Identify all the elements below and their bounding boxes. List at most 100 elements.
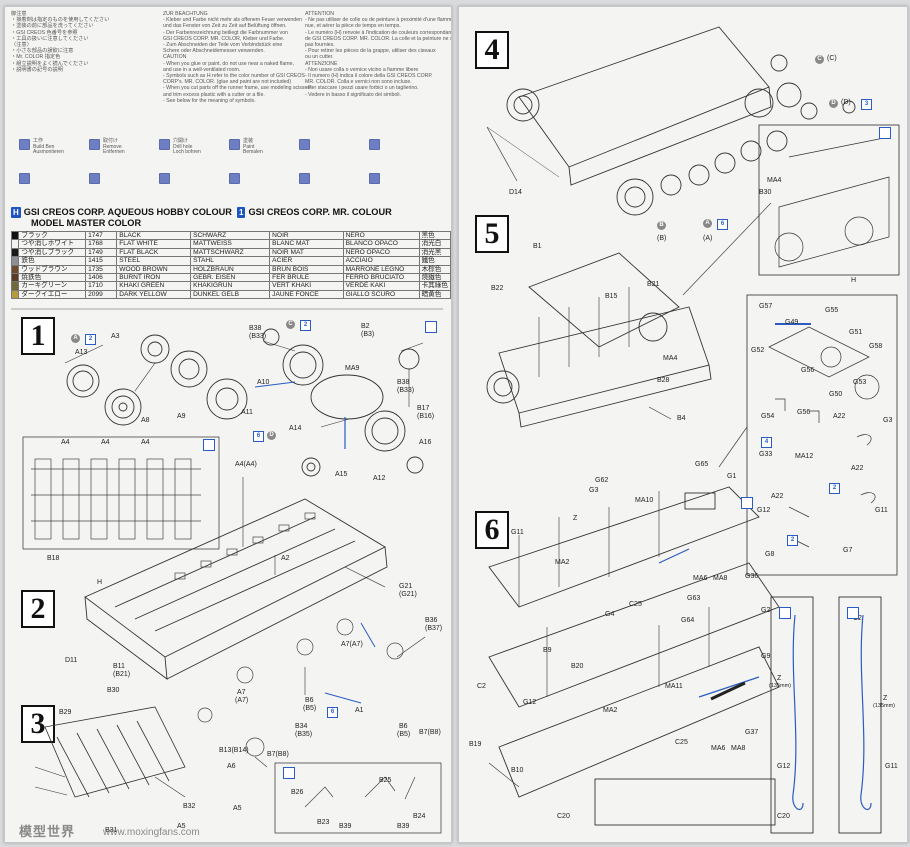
paint-cell-cn: 暗黃色	[418, 289, 451, 300]
part-label: B32	[183, 803, 196, 810]
header-de-line: - When you cut parts off the runner fram…	[163, 85, 312, 92]
part-label: G4	[605, 611, 615, 618]
part-label: G56	[797, 409, 811, 416]
right-instruction-page: 4 5 6	[458, 6, 908, 843]
part-label: B15	[605, 293, 618, 300]
part-label: H	[97, 579, 103, 586]
paint-ref-b-icon: B	[657, 221, 666, 230]
header-fr-line: - Per staccare i pezzi usare forbici o u…	[305, 85, 419, 92]
paint-ref-a-icon: A	[703, 219, 712, 228]
paint-brush-icon	[847, 607, 859, 619]
left-page-drawing	[11, 308, 443, 834]
paint-brush-icon	[879, 127, 891, 139]
paint-number-icon: 2	[300, 320, 311, 331]
part-label: G62	[595, 477, 609, 484]
header-de-line: - Kleber und Farbe nicht mehr als offene…	[163, 17, 302, 24]
part-label: A22	[771, 493, 784, 500]
part-label: B7(B8)	[267, 751, 289, 758]
paint-brush-icon	[283, 767, 295, 779]
part-label: (B5)	[303, 705, 317, 712]
part-label: (B37)	[425, 625, 443, 632]
header-fr-line: ou un cutter.	[305, 54, 334, 61]
part-label: G3	[589, 487, 599, 494]
part-label: MA10	[635, 497, 654, 504]
header-de-line: und das Fenster von Zeit zu Zeit auf Bel…	[163, 23, 287, 30]
part-label: B39	[339, 823, 352, 830]
part-label: B24	[413, 813, 426, 820]
paint-ref-a-icon: A	[71, 334, 80, 343]
left-instruction-page: 御注意・接着剤は指定のものを使用してください・塗装の前に部品を洗ってください・G…	[4, 6, 452, 843]
part-label: G57	[759, 303, 773, 310]
part-label: A14	[289, 425, 302, 432]
part-label: A2	[281, 555, 290, 562]
paint-ref-c-icon: C	[815, 55, 824, 64]
part-label: G56	[801, 367, 815, 374]
part-label: G9	[761, 653, 771, 660]
part-label: B18	[47, 555, 60, 562]
drill-symbol-icon	[159, 139, 170, 150]
part-label: B6	[305, 697, 314, 704]
do-not-glue-symbol-icon	[159, 173, 170, 184]
header-fr-line: - Non usare colla o vernice vicino a fia…	[305, 66, 419, 73]
part-label: B39	[397, 823, 410, 830]
step-1-number: 1	[21, 317, 55, 355]
part-label: G33	[759, 451, 773, 458]
paint-symbol-icon	[299, 139, 310, 150]
header-fr-line: - Vedere in basso il significato dei sim…	[305, 91, 402, 98]
paint-cell-code: 2099	[85, 289, 118, 300]
part-label: B30	[107, 687, 120, 694]
header-jp-line: 御注意	[11, 11, 27, 17]
paint-number-icon: 6	[717, 219, 728, 230]
part-label: (A)	[703, 235, 713, 242]
part-label: (A7)	[235, 697, 249, 704]
decal-symbol-icon	[369, 139, 380, 150]
part-label: A16	[419, 439, 432, 446]
part-label: B20	[571, 663, 584, 670]
part-label: MA6	[693, 575, 708, 582]
part-label: MA4	[663, 355, 678, 362]
header-french-italian-column: ATTENTION- Ne pas utiliser de colle ou d…	[305, 11, 452, 98]
paint-brush-icon	[425, 321, 437, 333]
paint-brush-icon	[203, 439, 215, 451]
part-label: D11	[65, 657, 78, 664]
part-label: G52	[751, 347, 765, 354]
header-de-line: CAUTION	[163, 54, 187, 61]
part-label: B26	[291, 789, 304, 796]
part-label: B28	[657, 377, 670, 384]
part-label: B36	[425, 617, 438, 624]
part-label: B38	[249, 325, 262, 332]
header-fr-line: - Pour retirer les pièces de la grappe, …	[305, 48, 436, 55]
part-label: MA2	[603, 707, 618, 714]
part-label: A6	[227, 763, 236, 770]
header-de-line: - See below for the meaning of symbols.	[163, 97, 256, 104]
header-jp-line: 〈注意〉	[11, 42, 32, 49]
part-label: C25	[675, 739, 688, 746]
part-label: Z	[777, 675, 782, 682]
part-label: B23	[317, 819, 330, 826]
model-master-title: MODEL MASTER COLOR	[31, 218, 142, 228]
part-label: A3	[111, 333, 120, 340]
header-de-line: - When you glue or paint, do not use nea…	[163, 60, 294, 67]
header-jp-line: ・工具の扱いに注意してください	[11, 35, 89, 42]
part-label: (B33)	[249, 333, 267, 340]
part-label: G53	[853, 379, 867, 386]
part-label: B21	[647, 281, 660, 288]
header-fr-line: - Le numéro (H) renvoie à l'indication d…	[305, 29, 452, 36]
part-label: G11	[885, 763, 898, 770]
part-label: C2	[477, 683, 486, 690]
header-german-english-column: ZUR BEACHTUNG- Kleber und Farbe nicht me…	[163, 11, 312, 104]
header-jp-line: ・説明書の記号の説明	[11, 66, 63, 73]
part-label: (G21)	[399, 591, 417, 598]
part-label: A4(A4)	[235, 461, 257, 468]
part-label: Z	[883, 695, 888, 702]
part-label: MA2	[555, 559, 570, 566]
header-jp-line: ・Mr. COLOR 指定色	[11, 54, 61, 61]
header-jp-line: ・塗装の前に部品を洗ってください	[11, 23, 94, 30]
watermark-url: www.moxingfans.com	[103, 827, 200, 838]
paint-number-icon: 2	[829, 483, 840, 494]
